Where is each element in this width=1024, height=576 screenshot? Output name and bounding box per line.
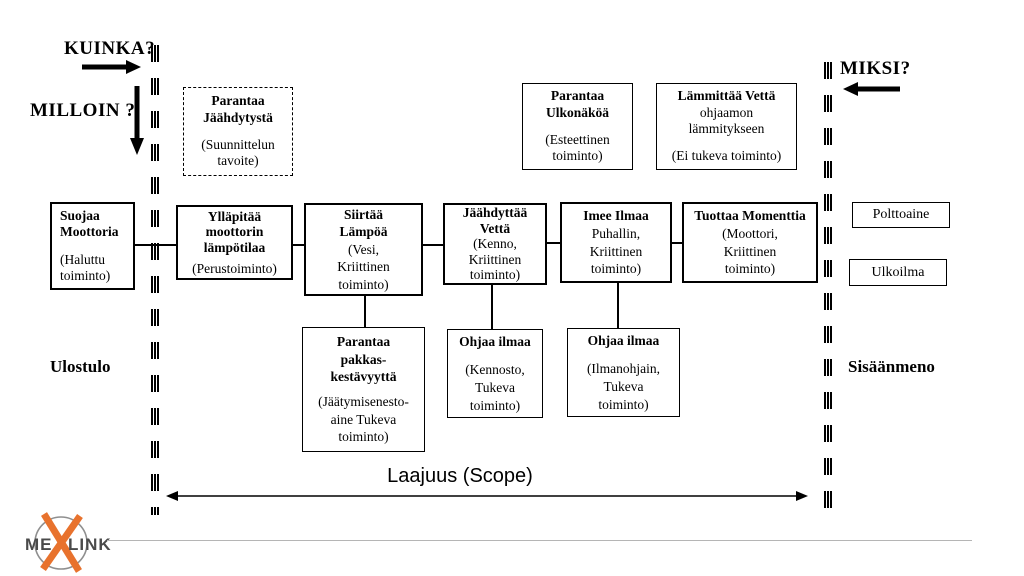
jaahdyttaa-vetta-box: Jäähdyttää Vettä (Kenno, Kriittinen toim… <box>443 203 547 285</box>
lammittaa-vetta-title: Lämmittää Vettä <box>677 88 776 104</box>
design-goal-body: (Suunnittelun tavoite) <box>201 137 275 169</box>
design-goal-title: Parantaa Jäähdytystä <box>203 93 273 125</box>
suojaa-moottoria-title: Suojaa Moottoria <box>60 207 119 240</box>
connector-siirtaa-jaahdyttaa <box>423 244 443 246</box>
design-goal-box: Parantaa Jäähdytystä (Suunnittelun tavoi… <box>183 87 293 176</box>
suojaa-moottoria-body: (Haluttu toiminto) <box>60 251 111 283</box>
pakkaskestavyys-title: Parantaa pakkas- kestävyyttä <box>330 334 397 385</box>
connector-jaahdyttaa-imee <box>547 242 560 244</box>
logo-x-stroke-2 <box>40 513 83 572</box>
mexlink-logo: ME LINK <box>25 512 112 573</box>
parantaa-ulkonakoa-title: Parantaa Ulkonäköä <box>545 88 610 120</box>
yllapitaa-lampotilaa-title: Ylläpitää moottorin lämpötilaa <box>203 209 266 255</box>
connector-suojaa-yllapitaa <box>135 244 176 246</box>
siirtaa-lampoa-body: (Vesi, Kriittinen toiminto) <box>337 241 390 292</box>
parantaa-ulkonakoa-box: Parantaa Ulkonäköä (Esteettinen toiminto… <box>522 83 633 170</box>
miksi-label: MIKSI? <box>840 58 911 79</box>
tuottaa-momenttia-title: Tuottaa Momenttia <box>694 208 806 224</box>
logo-divider-line <box>107 540 972 541</box>
jaahdyttaa-vetta-body: (Kenno, Kriittinen toiminto) <box>468 236 522 283</box>
miksi-left-arrow-icon <box>843 82 900 96</box>
connector-yllapitaa-siirtaa <box>293 244 304 246</box>
ohjaa-ilmaa-ilmanohjain-body: (Ilmanohjain, Tukeva toiminto) <box>586 361 661 412</box>
lammittaa-vetta-sub: ohjaamon lämmitykseen <box>688 104 765 136</box>
pakkaskestavyys-box: Parantaa pakkas- kestävyyttä (Jäätymisen… <box>302 327 425 452</box>
tuottaa-momenttia-body: (Moottori, Kriittinen toiminto) <box>722 225 778 277</box>
connector-imee-ilmanohjain <box>617 283 619 328</box>
ulostulo-label: Ulostulo <box>50 357 111 376</box>
connector-siirtaa-pakkas <box>364 296 366 327</box>
scope-label: Laajuus (Scope) <box>387 465 533 487</box>
yllapitaa-lampotilaa-body: (Perustoiminto) <box>192 260 277 276</box>
left-scope-boundary <box>151 45 159 515</box>
siirtaa-lampoa-box: Siirtää Lämpöä (Vesi, Kriittinen toimint… <box>304 203 423 296</box>
lammittaa-vetta-body: (Ei tukeva toiminto) <box>671 148 782 164</box>
imee-ilmaa-title: Imee Ilmaa <box>583 208 649 224</box>
logo-text-link: LINK <box>68 535 112 554</box>
kuinka-label: KUINKA? <box>64 38 156 59</box>
kuinka-right-arrow-icon <box>82 60 141 74</box>
sisaanmeno-label: Sisäänmeno <box>848 357 935 376</box>
yllapitaa-lampotilaa-box: Ylläpitää moottorin lämpötilaa (Perustoi… <box>176 205 293 280</box>
parantaa-ulkonakoa-body: (Esteettinen toiminto) <box>545 132 610 164</box>
jaahdyttaa-vetta-title: Jäähdyttää Vettä <box>462 205 528 236</box>
milloin-label: MILLOIN ? <box>30 100 136 121</box>
logo-circle <box>34 516 88 570</box>
polttoaine-label: Polttoaine <box>872 207 930 223</box>
right-scope-boundary <box>824 62 832 509</box>
ulkoilma-box: Ulkoilma <box>849 259 947 286</box>
imee-ilmaa-body: Puhallin, Kriittinen toiminto) <box>589 225 643 277</box>
scope-double-arrow-icon <box>166 491 808 501</box>
polttoaine-box: Polttoaine <box>852 202 950 228</box>
pakkaskestavyys-body: (Jäätymisenesto- aine Tukeva toiminto) <box>318 394 409 445</box>
ohjaa-ilmaa-ilmanohjain-title: Ohjaa ilmaa <box>587 332 660 348</box>
logo-text-me: ME <box>25 535 53 554</box>
tuottaa-momenttia-box: Tuottaa Momenttia (Moottori, Kriittinen … <box>682 202 818 283</box>
ohjaa-ilmaa-kennosto-box: Ohjaa ilmaa (Kennosto, Tukeva toiminto) <box>447 329 543 418</box>
suojaa-moottoria-box: Suojaa Moottoria (Haluttu toiminto) <box>50 202 135 290</box>
ohjaa-ilmaa-kennosto-title: Ohjaa ilmaa <box>459 333 531 349</box>
ohjaa-ilmaa-kennosto-body: (Kennosto, Tukeva toiminto) <box>465 362 525 413</box>
ulkoilma-label: Ulkoilma <box>871 264 925 280</box>
lammittaa-vetta-box: Lämmittää Vettä ohjaamon lämmitykseen (E… <box>656 83 797 170</box>
siirtaa-lampoa-title: Siirtää Lämpöä <box>339 206 388 240</box>
milloin-down-arrow-icon <box>130 86 144 155</box>
connector-imee-tuottaa <box>672 242 682 244</box>
imee-ilmaa-box: Imee Ilmaa Puhallin, Kriittinen toiminto… <box>560 202 672 283</box>
ohjaa-ilmaa-ilmanohjain-box: Ohjaa ilmaa (Ilmanohjain, Tukeva toimint… <box>567 328 680 417</box>
connector-jaahdyttaa-kennosto <box>491 285 493 329</box>
